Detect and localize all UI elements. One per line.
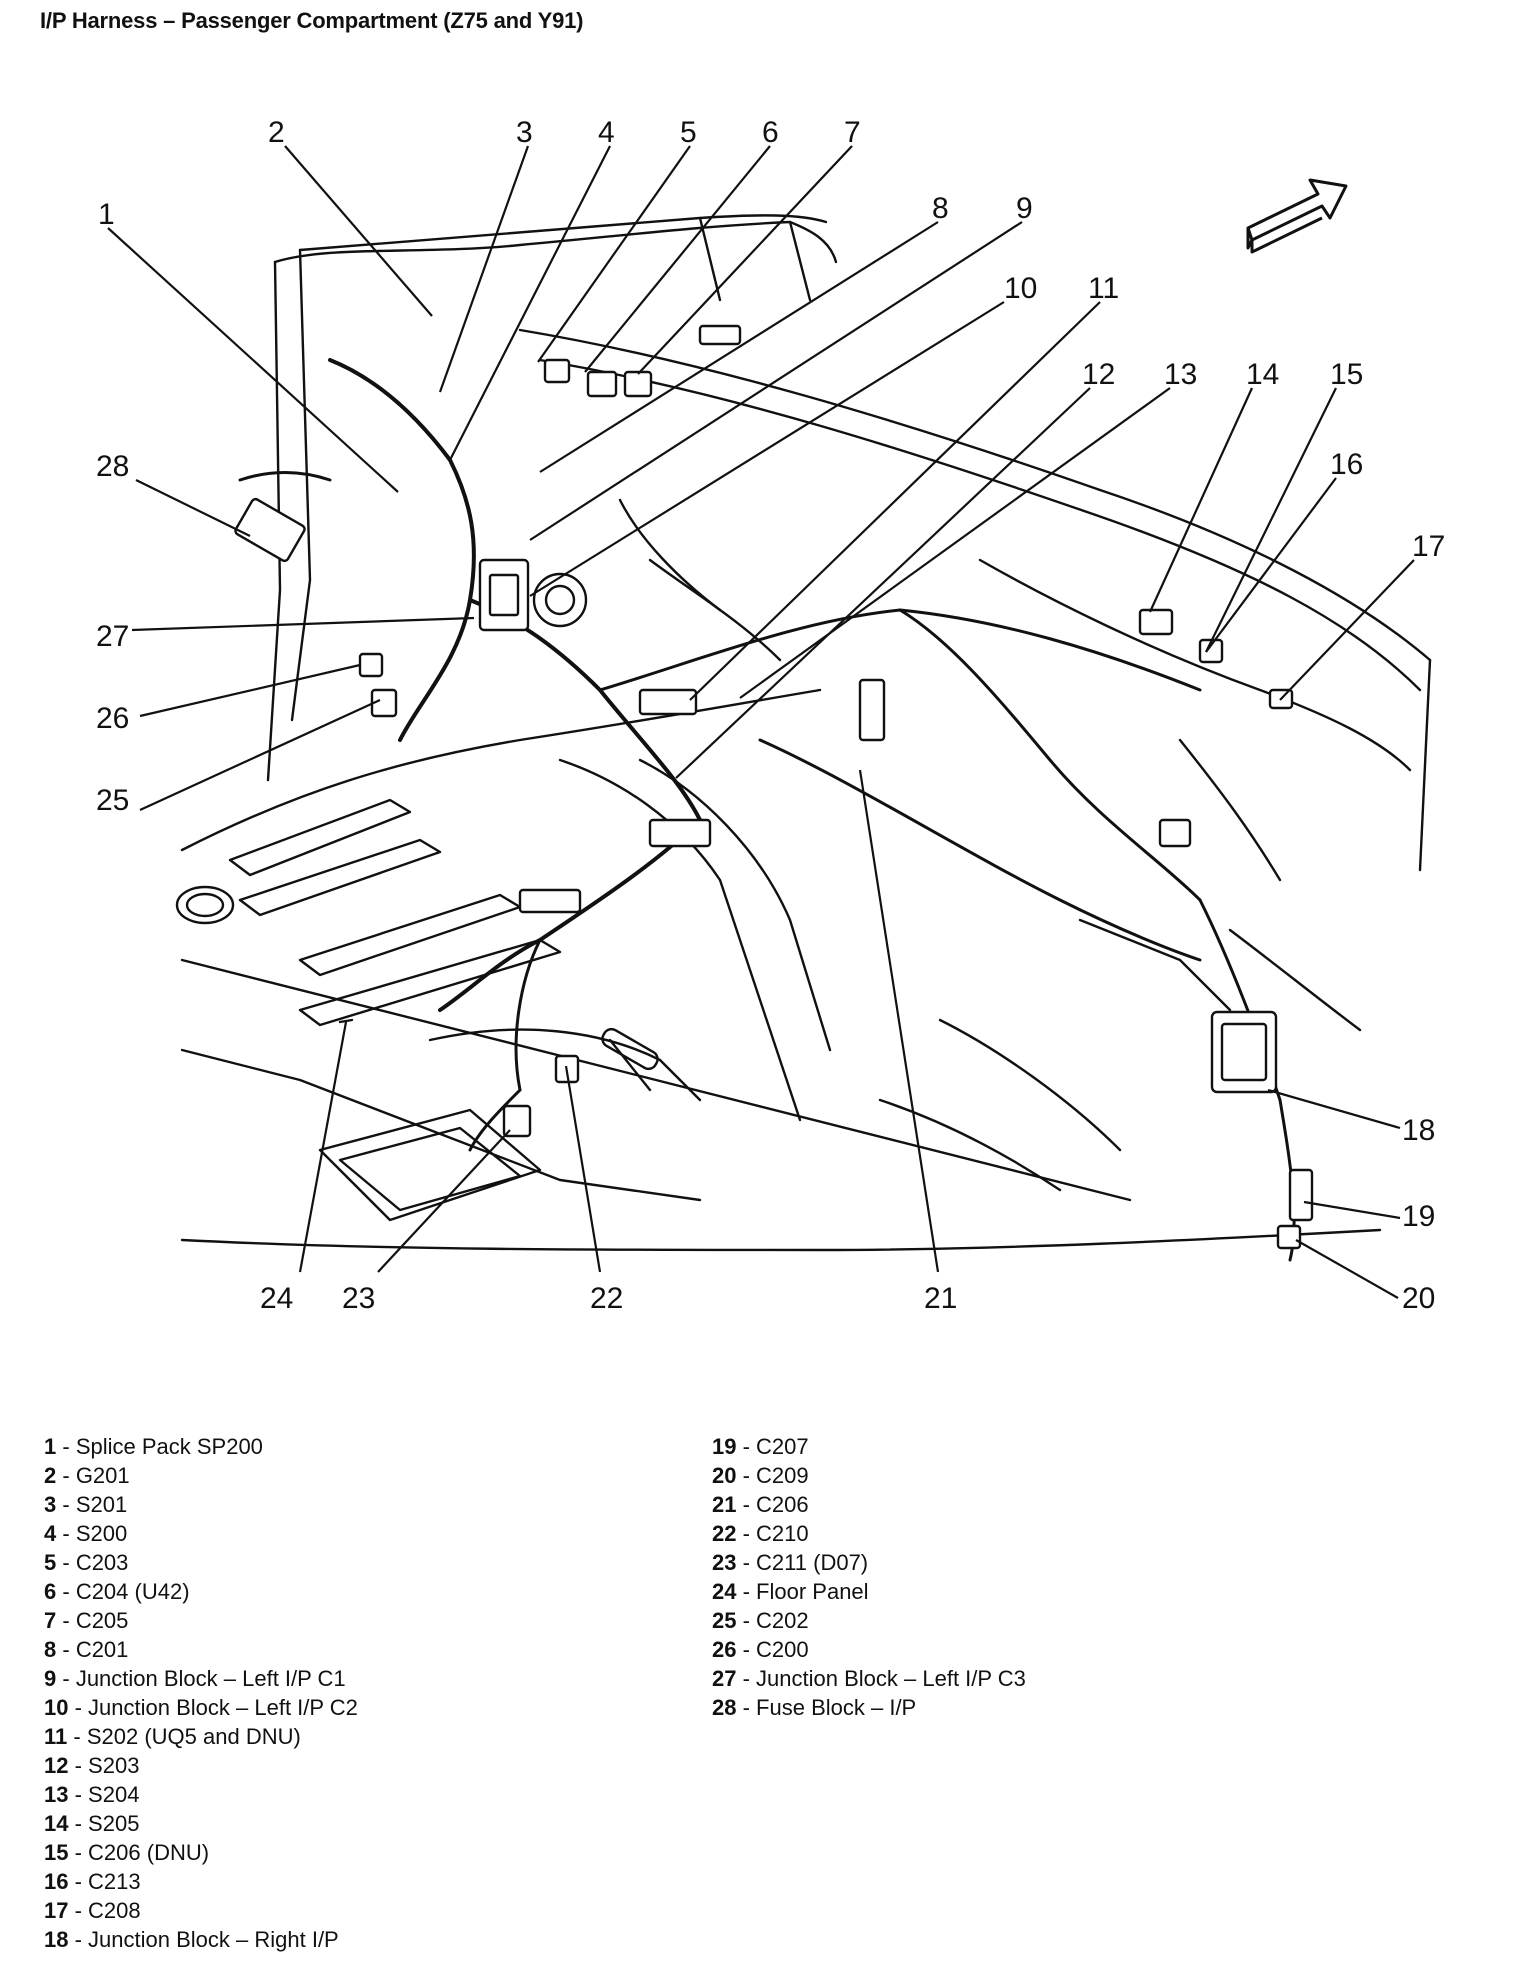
legend-item-27: 27 - Junction Block – Left I/P C3 <box>712 1666 1026 1691</box>
callout-7: 7 <box>844 116 861 149</box>
leader-line-9 <box>529 221 1023 541</box>
leader-line-13 <box>739 387 1171 699</box>
leader-line-18 <box>1267 1088 1401 1130</box>
leader-line-19 <box>1303 1200 1401 1220</box>
harness-diagram: 1 2 3 4 5 6 7 8 9 10 11 12 13 14 15 16 1… <box>96 116 1445 1315</box>
callout-19: 19 <box>1402 1200 1435 1233</box>
callout-18: 18 <box>1402 1114 1435 1147</box>
leader-line-15 <box>1205 387 1337 653</box>
leader-line-26 <box>139 663 361 718</box>
leader-line-14 <box>1148 387 1254 613</box>
callout-24: 24 <box>260 1282 293 1315</box>
callout-3: 3 <box>516 116 533 149</box>
legend-item-17: 17 - C208 <box>44 1898 141 1923</box>
callout-25: 25 <box>96 784 129 817</box>
callout-20: 20 <box>1402 1282 1435 1315</box>
legend-item-15: 15 - C206 (DNU) <box>44 1840 210 1865</box>
callout-numbers: 1 2 3 4 5 6 7 8 9 10 11 12 13 14 15 16 1… <box>96 116 1445 1315</box>
callout-27: 27 <box>96 620 129 653</box>
callout-15: 15 <box>1330 358 1363 391</box>
legend-item-14: 14 - S205 <box>44 1811 140 1836</box>
legend-item-26: 26 - C200 <box>712 1637 809 1662</box>
leader-line-7 <box>637 145 853 375</box>
callout-2: 2 <box>268 116 285 149</box>
callout-28: 28 <box>96 450 129 483</box>
legend-item-22: 22 - C210 <box>712 1521 809 1546</box>
legend-item-20: 20 - C209 <box>712 1463 809 1488</box>
legend-item-13: 13 - S204 <box>44 1782 140 1807</box>
legend-item-23: 23 - C211 (D07) <box>712 1550 869 1575</box>
legend-item-5: 5 - C203 <box>44 1550 129 1575</box>
leader-line-5 <box>537 145 691 363</box>
leader-line-8 <box>539 221 939 473</box>
page-title: I/P Harness – Passenger Compartment (Z75… <box>40 8 584 33</box>
legend-item-11: 11 - S202 (UQ5 and DNU) <box>44 1724 301 1749</box>
callout-1: 1 <box>98 198 115 231</box>
callout-10: 10 <box>1004 272 1037 305</box>
legend-item-6: 6 - C204 (U42) <box>44 1579 190 1604</box>
callout-4: 4 <box>598 116 615 149</box>
leader-line-12 <box>675 387 1091 779</box>
leader-line-21 <box>858 769 940 1273</box>
legend-item-3: 3 - S201 <box>44 1492 128 1517</box>
leader-line-3 <box>438 145 530 393</box>
legend-item-4: 4 - S200 <box>44 1521 128 1546</box>
legend-item-12: 12 - S203 <box>44 1753 140 1778</box>
leader-line-24 <box>298 1021 348 1273</box>
leader-line-11 <box>689 301 1101 701</box>
leader-line-22 <box>564 1065 602 1273</box>
callout-22: 22 <box>590 1282 623 1315</box>
leader-line-23 <box>377 1129 511 1273</box>
leader-line-1 <box>107 227 399 493</box>
callout-8: 8 <box>932 192 949 225</box>
leader-line-28 <box>135 479 251 537</box>
leader-line-2 <box>284 145 433 317</box>
leader-line-16 <box>1205 477 1337 653</box>
callout-12: 12 <box>1082 358 1115 391</box>
legend-item-19: 19 - C207 <box>712 1434 809 1459</box>
leader-line-10 <box>529 301 1005 597</box>
leader-line-17 <box>1279 559 1415 701</box>
legend-item-10: 10 - Junction Block – Left I/P C2 <box>44 1695 358 1720</box>
vehicle-illustration <box>175 214 1432 1262</box>
leader-line-27 <box>131 616 475 632</box>
callout-13: 13 <box>1164 358 1197 391</box>
callout-6: 6 <box>762 116 779 149</box>
legend-item-18: 18 - Junction Block – Right I/P <box>44 1927 339 1952</box>
callout-26: 26 <box>96 702 129 735</box>
legend-item-24: 24 - Floor Panel <box>712 1579 869 1604</box>
leader-lines <box>107 145 1415 1299</box>
callout-16: 16 <box>1330 448 1363 481</box>
callout-9: 9 <box>1016 192 1033 225</box>
leader-line-4 <box>449 145 611 461</box>
callout-5: 5 <box>680 116 697 149</box>
callout-21: 21 <box>924 1282 957 1315</box>
callout-23: 23 <box>342 1282 375 1315</box>
legend-item-7: 7 - C205 <box>44 1608 129 1633</box>
legend-item-9: 9 - Junction Block – Left I/P C1 <box>44 1666 346 1691</box>
legend-item-8: 8 - C201 <box>44 1637 129 1662</box>
callout-17: 17 <box>1412 530 1445 563</box>
legend-item-16: 16 - C213 <box>44 1869 141 1894</box>
direction-arrow-icon <box>1246 178 1348 254</box>
leader-line-6 <box>584 145 771 373</box>
legend-item-2: 2 - G201 <box>44 1463 130 1488</box>
callout-14: 14 <box>1246 358 1279 391</box>
legend-left-column: 1 - Splice Pack SP200 2 - G201 3 - S201 … <box>44 1432 358 1954</box>
legend-item-21: 21 - C206 <box>712 1492 809 1517</box>
callout-11: 11 <box>1088 272 1119 305</box>
legend-item-28: 28 - Fuse Block – I/P <box>712 1695 917 1720</box>
legend-item-1: 1 - Splice Pack SP200 <box>44 1434 263 1459</box>
legend-right-column: 19 - C207 20 - C209 21 - C206 22 - C210 … <box>712 1432 1026 1722</box>
legend-item-25: 25 - C202 <box>712 1608 809 1633</box>
leader-line-25 <box>139 699 381 811</box>
leader-line-20 <box>1295 1239 1399 1299</box>
